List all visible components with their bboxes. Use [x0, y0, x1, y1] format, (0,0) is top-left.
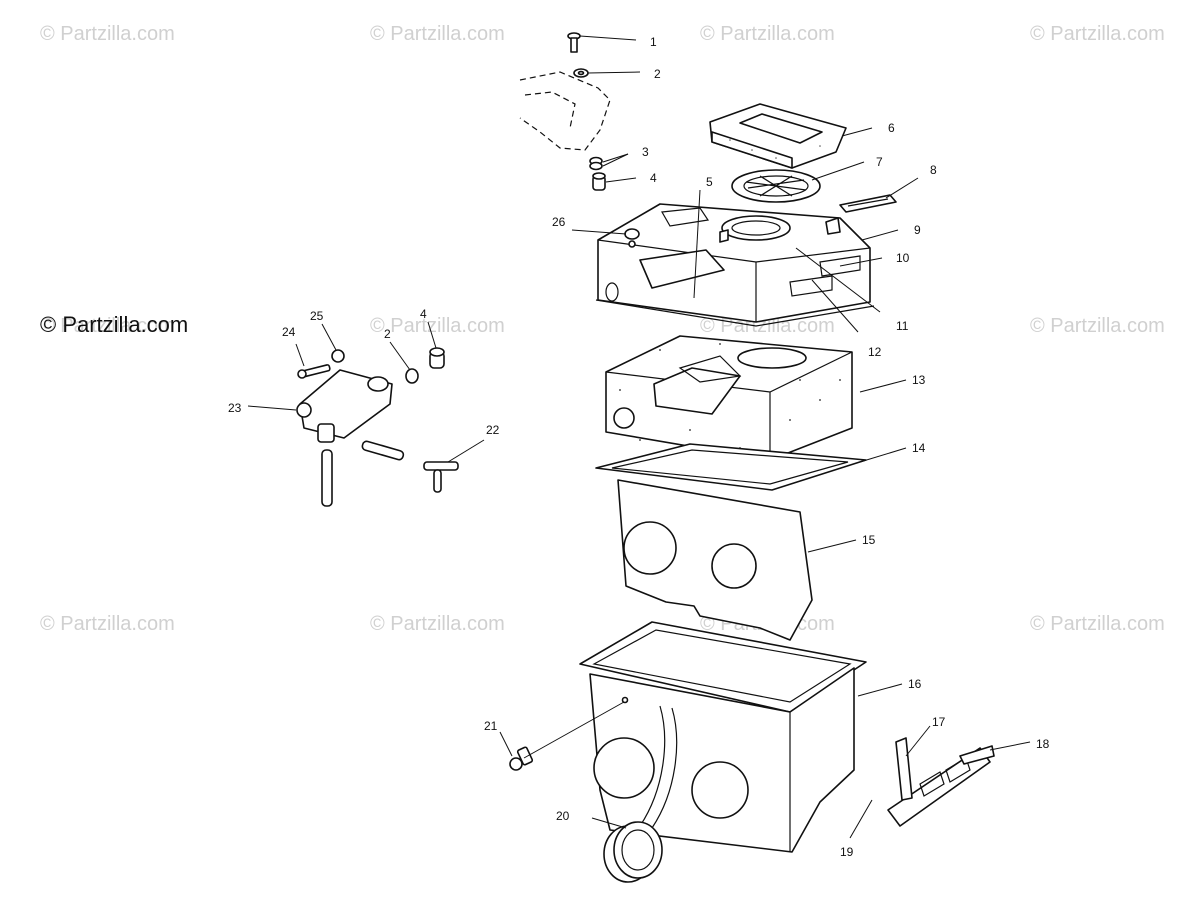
callout-2: 2: [654, 67, 661, 81]
callout-16: 16: [908, 677, 922, 691]
callout-numbers: 1 2 3 4 5 6 7 8 9 10 11 12 13 14 15 16 1…: [228, 35, 1050, 859]
bolt-24: [297, 364, 331, 379]
watermark-r1-4: © Partzilla.com: [1030, 23, 1165, 45]
callout-26: 26: [552, 215, 566, 229]
callout-22: 22: [486, 423, 500, 437]
callout-15: 15: [862, 533, 876, 547]
watermark-r3-2: © Partzilla.com: [370, 613, 505, 635]
pump-assembly-23: [296, 369, 393, 507]
callout-1: 1: [650, 35, 657, 49]
callout-3: 3: [642, 145, 649, 159]
bracket-ghost: [519, 71, 611, 151]
foam-block-6: [709, 103, 847, 169]
washer-2-left: [405, 368, 419, 384]
callout-11: 11: [896, 319, 909, 333]
callout-6: 6: [888, 121, 895, 135]
sleeve-20: [603, 821, 663, 883]
watermark-r1-2: © Partzilla.com: [370, 23, 505, 45]
partzilla-watermark: © Partzilla.com: [40, 312, 188, 337]
airbox-lid-9: [595, 203, 875, 327]
callout-25: 25: [310, 309, 324, 323]
callout-12: 12: [868, 345, 882, 359]
bolt-1: [567, 32, 581, 53]
washer-25: [331, 349, 345, 363]
callout-21: 21: [484, 719, 498, 733]
leader-lines: [247, 35, 1031, 839]
hose: [361, 440, 405, 461]
strip-8: [839, 194, 897, 213]
bracket-17-18: [887, 737, 995, 827]
callout-4-left: 4: [420, 307, 427, 321]
watermark-r1-3: © Partzilla.com: [700, 23, 835, 45]
callout-17: 17: [932, 715, 946, 729]
grommet-4-top: [592, 172, 606, 191]
callout-18: 18: [1036, 737, 1050, 751]
foam-filter-13: [605, 335, 853, 461]
callout-24: 24: [282, 325, 296, 339]
watermark-layer: © Partzilla.com © Partzilla.com © Partzi…: [40, 23, 1165, 635]
watermark-r2-1: © Partzilla.com: [40, 315, 175, 337]
callout-5: 5: [706, 175, 713, 189]
watermark-r2-2: © Partzilla.com: [370, 315, 505, 337]
watermark-r2-3: © Partzilla.com: [700, 315, 835, 337]
watermark-r3-4: © Partzilla.com: [1030, 613, 1165, 635]
callout-9: 9: [914, 223, 921, 237]
callout-8: 8: [930, 163, 937, 177]
callout-20: 20: [556, 809, 570, 823]
callout-7: 7: [876, 155, 883, 169]
grommet-4-left: [429, 347, 445, 369]
washer-3: [589, 156, 603, 171]
watermark-r2-4: © Partzilla.com: [1030, 315, 1165, 337]
screw-21: [509, 746, 534, 771]
watermark-r1-1: © Partzilla.com: [40, 23, 175, 45]
callout-14: 14: [912, 441, 926, 455]
watermark-r3-1: © Partzilla.com: [40, 613, 175, 635]
callout-2-left: 2: [384, 327, 391, 341]
mesh-screen-7: [731, 169, 821, 203]
callout-23: 23: [228, 401, 242, 415]
airbox-base-16: [579, 621, 867, 853]
callout-4: 4: [650, 171, 657, 185]
callout-19: 19: [840, 845, 854, 859]
washer-2-top: [573, 68, 589, 78]
baffle-plate-15: [617, 479, 813, 641]
callout-10: 10: [896, 251, 910, 265]
callout-13: 13: [912, 373, 926, 387]
tee-22: [423, 461, 459, 493]
